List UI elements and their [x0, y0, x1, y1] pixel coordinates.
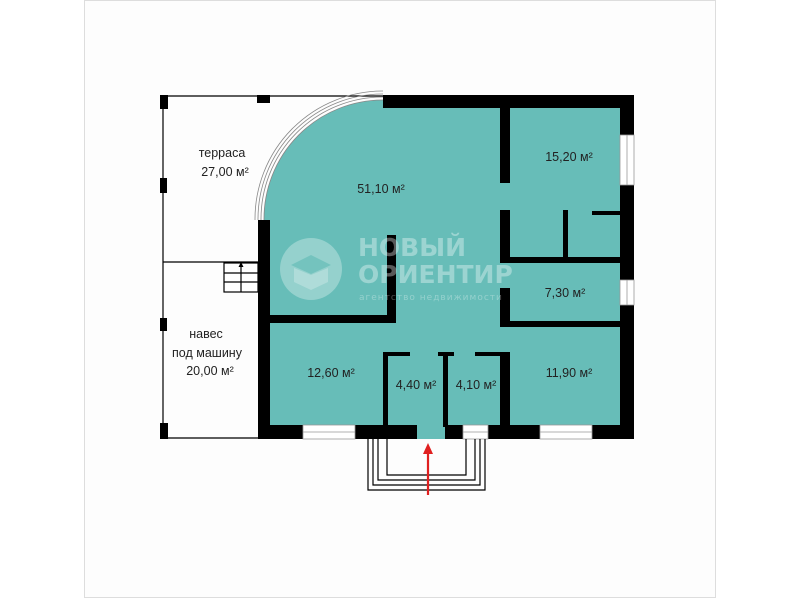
curved-window — [254, 90, 384, 221]
entrance-arrow-icon — [423, 443, 433, 495]
living-area: 51,10 м² — [357, 182, 405, 196]
terrace-name: терраса — [199, 146, 246, 160]
carport-name-line2: под машину — [172, 346, 243, 360]
bedroom-ne-area: 15,20 м² — [545, 150, 593, 164]
watermark-line1: НОВЫЙ — [358, 233, 466, 262]
porch-steps — [367, 439, 486, 491]
bath-1-area: 4,40 м² — [396, 378, 437, 392]
carport-name-line1: навес — [189, 327, 223, 341]
carport-area: 20,00 м² — [186, 364, 234, 378]
walls — [258, 95, 634, 439]
room-labels: терраса 27,00 м² навес под машину 20,00 … — [172, 146, 593, 392]
stairs — [223, 262, 259, 293]
terrace-posts — [160, 95, 270, 439]
watermark-line2: ОРИЕНТИР — [358, 260, 513, 289]
terrace-area: 27,00 м² — [201, 165, 249, 179]
room-sw-area: 12,60 м² — [307, 366, 355, 380]
room-se-area: 11,90 м² — [546, 366, 593, 380]
watermark-logo: НОВЫЙ ОРИЕНТИР агентство недвижимости — [280, 233, 513, 303]
stairs-arrow-icon — [238, 262, 244, 267]
windows — [302, 134, 635, 440]
floor-fill — [263, 99, 625, 439]
watermark-tagline: агентство недвижимости — [359, 293, 503, 303]
room-e-area: 7,30 м² — [545, 286, 586, 300]
bath-2-area: 4,10 м² — [456, 378, 497, 392]
